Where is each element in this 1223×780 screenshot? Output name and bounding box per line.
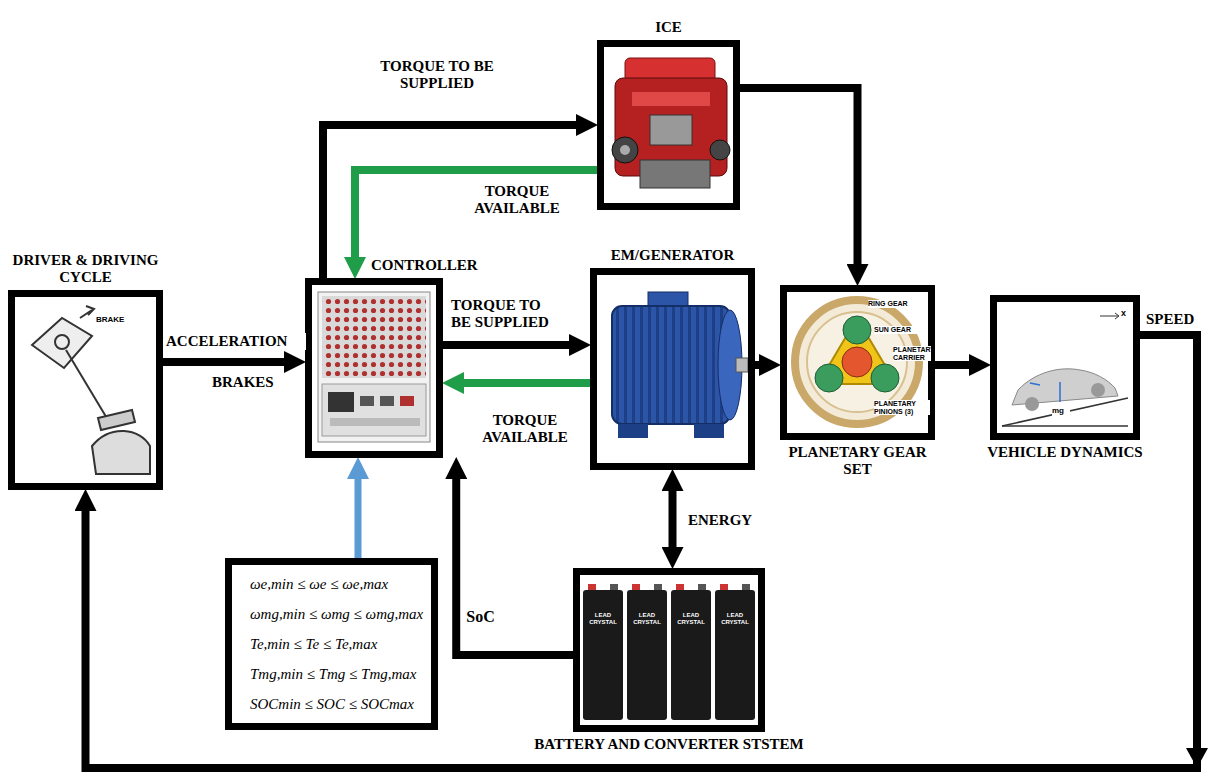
component-box: VEHICLE DYNAMICS	[990, 295, 1140, 440]
part-label: PLANETARY CARRIER	[893, 346, 931, 361]
component-box: BATTERY AND CONVERTER STSTEM	[573, 568, 765, 732]
vehicle-picture	[1002, 313, 1128, 426]
component-box: PLANETARY GEAR SET	[780, 285, 935, 440]
connector	[443, 341, 570, 349]
connector	[355, 170, 597, 258]
constraint-text: Tmg,min ≤ Tmg ≤ Tmg,max	[250, 665, 423, 683]
connector-label: TORQUE TO BE SUPPLIED	[451, 297, 556, 332]
brake-pedal-picture	[32, 306, 150, 474]
connector	[86, 335, 1198, 768]
connector-label: TORQUE TO BE SUPPLIED	[362, 58, 512, 93]
connector	[355, 478, 362, 558]
component-box: ICE	[597, 40, 740, 210]
motor-picture	[612, 292, 748, 438]
connector	[755, 361, 760, 369]
part-label: BRAKE	[96, 316, 136, 325]
constraint-box: ωe,min ≤ ωe ≤ ωe,max ωmg,min ≤ ωmg ≤ ωmg,…	[225, 558, 438, 730]
component-title: ICE	[609, 19, 729, 36]
part-label: SUN GEAR	[874, 326, 919, 334]
connector-label: ENERGY	[688, 512, 778, 529]
connector-label: TORQUE AVAILABLE	[462, 183, 572, 218]
part-label: x	[1121, 309, 1133, 319]
constraint-text: Te,min ≤ Te ≤ Te,max	[250, 635, 423, 653]
connector	[456, 478, 573, 655]
part-label: LEAD CRYSTAL	[673, 612, 709, 625]
constraint-text: ωmg,min ≤ ωmg ≤ ωmg,max	[250, 605, 423, 623]
connector	[323, 125, 577, 278]
component-title: CONTROLLER	[371, 257, 501, 274]
component-box: DRIVER & DRIVING CYCLE	[8, 290, 163, 490]
component-title: BATTERY AND CONVERTER STSTEM	[499, 736, 839, 753]
controller-picture	[318, 292, 430, 442]
battery-picture	[583, 584, 755, 720]
connector-label: TORQUE AVAILABLE	[470, 412, 580, 447]
connector	[163, 358, 285, 366]
component-title: EM/GENERATOR	[578, 247, 768, 264]
connector-label: SoC	[466, 608, 516, 626]
connector	[463, 379, 590, 387]
connector	[669, 490, 677, 548]
connector	[740, 88, 858, 265]
part-label: LEAD CRYSTAL	[717, 612, 753, 625]
part-label: LEAD CRYSTAL	[629, 612, 665, 625]
component-title: DRIVER & DRIVING CYCLE	[0, 252, 176, 287]
part-label: RING GEAR	[868, 300, 918, 308]
constraint-text: SOCmin ≤ SOC ≤ SOCmax	[250, 695, 423, 713]
signal-label: BRAKES	[212, 374, 302, 391]
component-box: CONTROLLER	[305, 278, 443, 458]
part-label: LEAD CRYSTAL	[585, 612, 621, 625]
component-title: VEHICLE DYNAMICS	[960, 444, 1170, 461]
component-box: EM/GENERATOR	[590, 268, 755, 470]
part-label: mg	[1052, 407, 1070, 416]
part-label: PLANETARY PINIONS (3)	[874, 400, 930, 415]
component-title: PLANETARY GEAR SET	[778, 444, 938, 479]
connector	[935, 361, 970, 369]
engine-picture	[612, 58, 730, 188]
constraint-text: ωe,min ≤ ωe ≤ ωe,max	[250, 575, 423, 593]
connector-label: ACCELERATION	[166, 333, 306, 350]
connector-label: SPEED	[1146, 311, 1206, 328]
